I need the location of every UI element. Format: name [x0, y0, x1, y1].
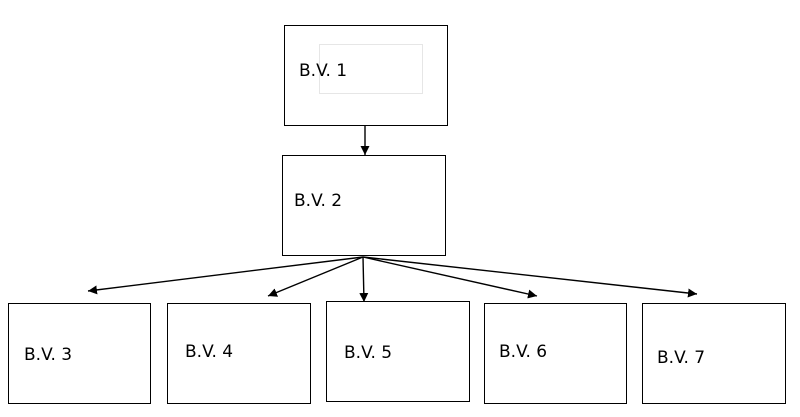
node-bv3: B.V. 3 — [8, 303, 151, 404]
node-bv1: B.V. 1 — [284, 25, 448, 126]
edge-bv2-bv4 — [267, 256, 364, 297]
node-bv4-label: B.V. 4 — [185, 342, 234, 362]
node-bv6: B.V. 6 — [484, 303, 627, 404]
node-bv2-label: B.V. 2 — [294, 191, 343, 211]
edge-bv2-bv7 — [362, 256, 698, 298]
node-bv4: B.V. 4 — [167, 303, 311, 404]
edge-bv2-bv3 — [87, 256, 364, 295]
faint-inner-frame — [319, 44, 423, 94]
node-bv1-label: B.V. 1 — [299, 61, 348, 81]
node-bv2: B.V. 2 — [282, 155, 446, 256]
edge-bv2-bv6 — [362, 256, 538, 299]
node-bv5-label: B.V. 5 — [344, 343, 393, 363]
node-bv3-label: B.V. 3 — [24, 345, 73, 365]
node-bv5: B.V. 5 — [326, 301, 470, 402]
node-bv7-label: B.V. 7 — [657, 348, 706, 368]
node-bv7: B.V. 7 — [642, 303, 786, 404]
edge-bv2-bv5 — [359, 256, 369, 303]
node-bv6-label: B.V. 6 — [499, 342, 548, 362]
